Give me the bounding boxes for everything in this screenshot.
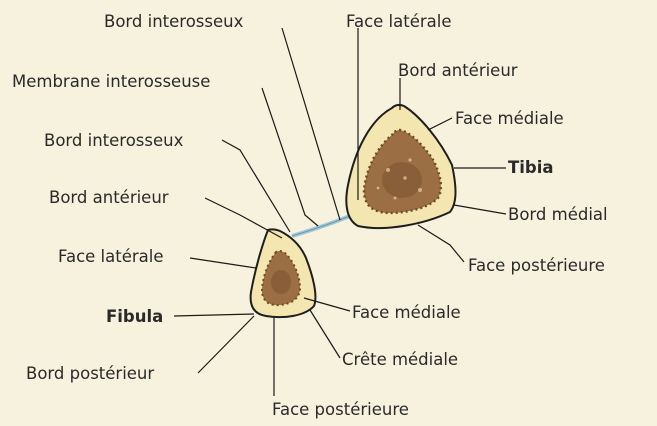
leader-lines <box>174 28 506 396</box>
label-bord-posterieur-fibula: Bord postérieur <box>26 364 154 383</box>
label-bord-medial-tibia: Bord médial <box>508 205 608 224</box>
label-face-mediale-fibula: Face médiale <box>352 303 461 322</box>
label-face-laterale-tibia: Face latérale <box>346 12 452 31</box>
label-bord-anterieur-tibia: Bord antérieur <box>398 61 518 80</box>
tibia-cross-section <box>346 105 455 228</box>
label-tibia: Tibia <box>508 158 554 177</box>
fibula-cross-section <box>251 229 316 317</box>
label-crete-mediale: Crête médiale <box>342 350 458 369</box>
label-bord-anterieur-fibula: Bord antérieur <box>49 188 169 207</box>
label-face-laterale-fibula: Face latérale <box>58 247 164 266</box>
label-face-posterieure-tibia: Face postérieure <box>468 256 605 275</box>
label-face-posterieure-fibula: Face postérieure <box>272 400 409 419</box>
label-bord-interosseux-tibia: Bord interosseux <box>104 12 244 31</box>
label-membrane-interosseuse: Membrane interosseuse <box>12 72 210 91</box>
label-bord-interosseux-fibula: Bord interosseux <box>44 131 184 150</box>
label-fibula: Fibula <box>106 307 163 326</box>
label-face-mediale-tibia: Face médiale <box>455 109 564 128</box>
